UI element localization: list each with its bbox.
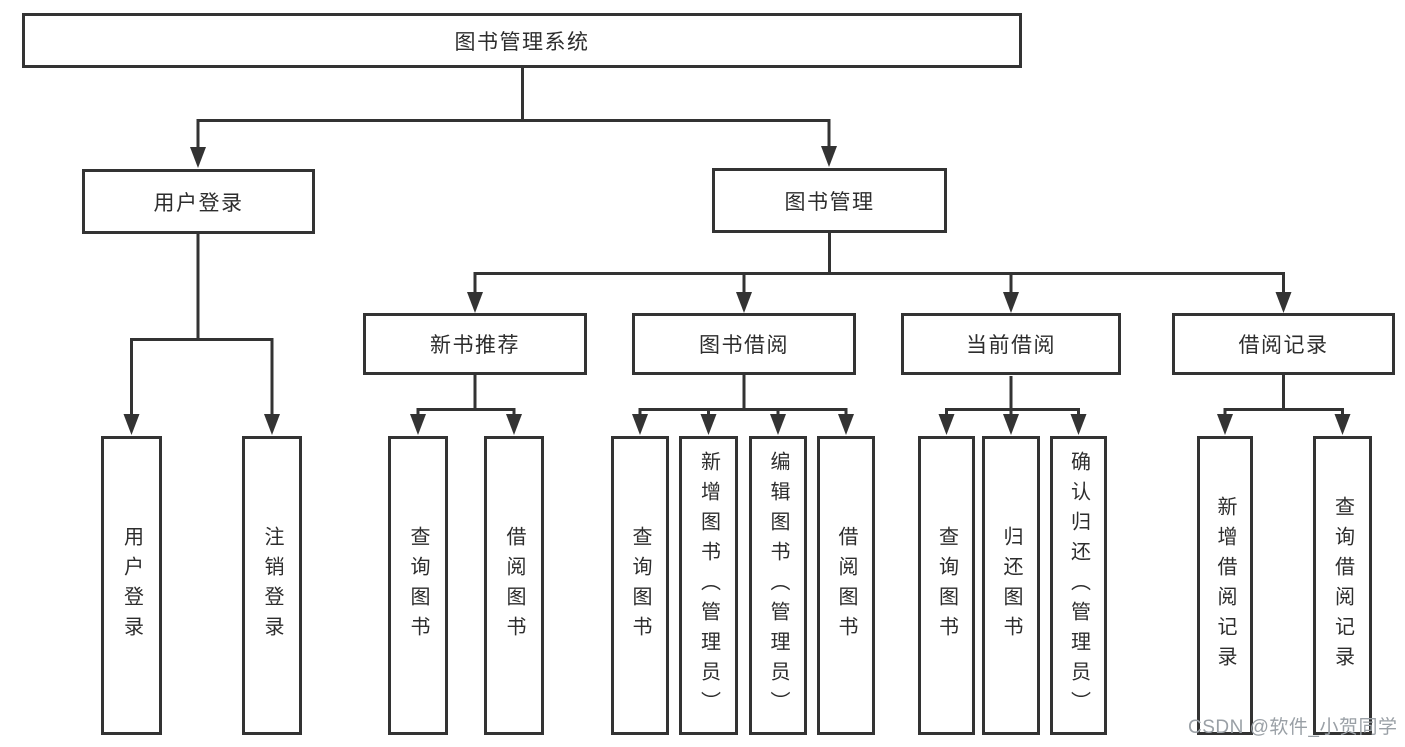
arrow-down-icon [123,414,140,435]
connector-new-book [416,375,516,417]
arrow-down-icon [632,414,648,435]
watermark: CSDN @软件_小贺同学 [1188,717,1398,738]
node-user-login-label: 用户登录 [153,191,244,215]
connector-book-management [473,233,1285,295]
node-book-management: 图书管理 [712,168,947,233]
arrow-down-icon [1070,414,1087,435]
connector-lines [130,68,1344,417]
arrow-down-icon [700,414,717,435]
node-book-borrowing-label: 图书借阅 [699,334,789,357]
node-leaf-query-books-recommend-label: 查询图书 [407,525,429,646]
node-borrowing-records: 借阅记录 [1172,313,1395,375]
arrow-down-icon [821,146,837,167]
node-leaf-user-login: 用户登录 [101,436,162,735]
node-leaf-borrow-books: 借阅图书 [817,436,875,735]
node-leaf-confirm-return-admin-label: 确认归还（管理员） [1067,450,1090,721]
arrow-down-icon [506,414,522,435]
arrow-down-icon [264,414,280,435]
node-current-borrowing: 当前借阅 [901,313,1121,375]
node-root: 图书管理系统 [22,13,1022,68]
arrow-down-icon [1275,292,1292,313]
node-leaf-query-books-current-label: 查询图书 [935,525,958,646]
node-leaf-confirm-return-admin: 确认归还（管理员） [1050,436,1107,735]
arrow-down-icon [1334,414,1351,435]
node-leaf-query-borrow-record: 查询借阅记录 [1313,436,1372,735]
node-leaf-logout: 注销登录 [242,436,302,735]
node-book-borrowing: 图书借阅 [632,313,856,375]
connector-current [945,376,1080,417]
node-leaf-add-borrow-record: 新增借阅记录 [1197,436,1253,735]
node-leaf-query-books-borrow-label: 查询图书 [629,525,651,646]
node-new-book-recommendation-label: 新书推荐 [430,334,520,357]
node-leaf-user-login-label: 用户登录 [120,525,143,646]
arrow-down-icon [1003,292,1019,313]
node-borrowing-records-label: 借阅记录 [1238,334,1329,357]
node-book-management-label: 图书管理 [784,190,875,214]
node-leaf-add-book-admin: 新增图书（管理员） [679,436,738,735]
arrow-down-icon [770,414,786,435]
arrowheads [123,146,1351,435]
node-leaf-add-borrow-record-label: 新增借阅记录 [1214,495,1236,676]
node-current-borrowing-label: 当前借阅 [966,334,1056,357]
node-leaf-query-books-recommend: 查询图书 [388,436,448,735]
node-leaf-query-books-borrow: 查询图书 [611,436,669,735]
node-leaf-borrow-books-recommend: 借阅图书 [484,436,544,735]
node-leaf-return-books-label: 归还图书 [1000,525,1022,646]
node-new-book-recommendation: 新书推荐 [363,313,587,375]
node-leaf-edit-book-admin-label: 编辑图书（管理员） [767,450,789,721]
node-leaf-borrow-books-recommend-label: 借阅图书 [503,525,525,646]
node-root-label: 图书管理系统 [454,30,590,54]
node-leaf-edit-book-admin: 编辑图书（管理员） [749,436,807,735]
connector-root [196,68,831,150]
arrow-down-icon [467,292,483,313]
arrow-down-icon [190,147,206,168]
node-leaf-query-books-current: 查询图书 [918,436,975,735]
arrow-down-icon [736,292,752,313]
arrow-down-icon [1217,414,1233,435]
connector-records [1223,375,1344,417]
arrow-down-icon [1003,414,1019,435]
node-leaf-logout-label: 注销登录 [261,525,283,646]
arrow-down-icon [410,414,426,435]
node-leaf-add-book-admin-label: 新增图书（管理员） [697,450,720,721]
node-user-login: 用户登录 [82,169,315,234]
arrow-down-icon [938,414,955,435]
node-leaf-query-borrow-record-label: 查询借阅记录 [1331,495,1354,676]
connector-user-login [130,234,274,417]
node-leaf-borrow-books-label: 借阅图书 [835,525,857,646]
connector-borrowing [638,375,848,417]
node-leaf-return-books: 归还图书 [982,436,1040,735]
arrow-down-icon [838,414,854,435]
